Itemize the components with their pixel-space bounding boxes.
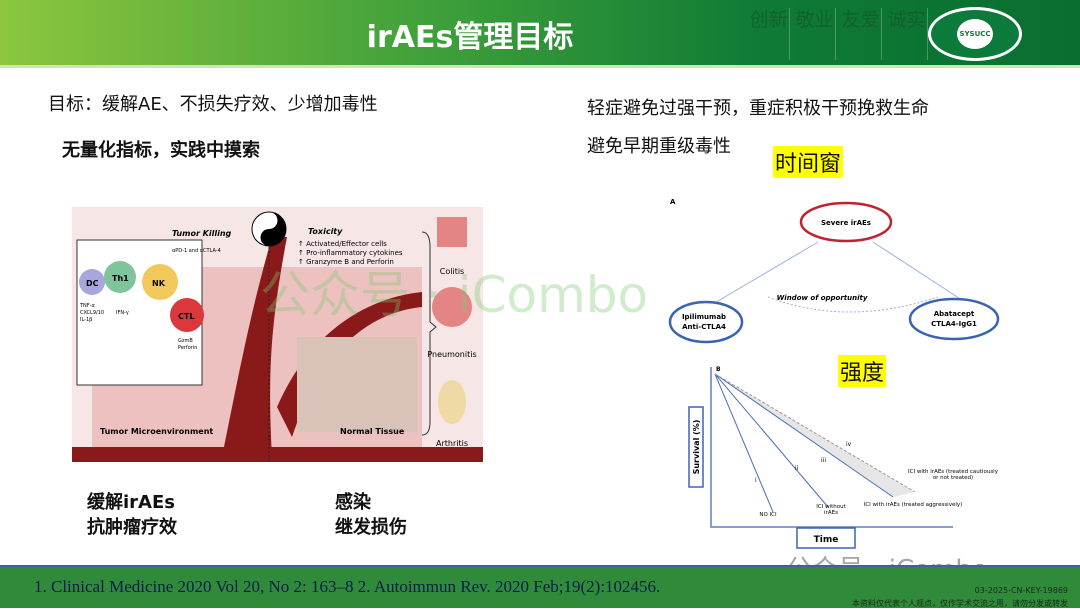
- cytokine: TNF-α: [79, 303, 95, 309]
- numeral: iv: [846, 441, 852, 448]
- motto-item: 友爱: [840, 8, 882, 60]
- disclaimer: 本资料仅代表个人观点，仅作学术交流之用，请勿分发或转发: [852, 599, 1068, 608]
- panel-label: A: [670, 198, 676, 206]
- numeral: iii: [821, 457, 826, 464]
- curve-label-without: ICI without irAEs: [816, 504, 846, 516]
- ipilimumab-node: Ipilimumab: [682, 313, 726, 321]
- label-group-1: 缓解irAEs 抗肿瘤疗效: [87, 490, 177, 540]
- footer-bar: 1. Clinical Medicine 2020 Vol 20, No 2: …: [0, 565, 1080, 608]
- cytokine: CXCL9/10: [80, 310, 104, 316]
- cytokine: IL-1β: [80, 317, 92, 323]
- window-of-opportunity-diagram: A Severe irAEs Window of opportunity Ipi…: [668, 198, 1000, 344]
- label-line: 继发损伤: [335, 517, 407, 538]
- toxicity-label: Toxicity: [308, 227, 343, 236]
- tme-label: Tumor Microenvironment: [100, 427, 213, 436]
- curve-ii: [714, 373, 829, 508]
- shaded-region: [715, 374, 915, 497]
- label-group-2: 感染 继发损伤: [335, 490, 407, 540]
- mechanism-figure: DC Th1 NK CTL αPD-1 and αCTLA-4 TNF-α CX…: [72, 207, 483, 462]
- motto-item: 创新: [748, 8, 790, 60]
- logo: SYSUCC: [928, 7, 1022, 61]
- cell-dc: DC: [86, 279, 99, 288]
- gzmb: GzmB: [178, 338, 193, 344]
- organ-pneumonitis: Pneumonitis: [427, 350, 476, 359]
- perforin: Perforin: [178, 345, 197, 351]
- numeral: ii: [795, 465, 799, 472]
- y-axis-label: Survival (%): [692, 420, 701, 475]
- curve-iii: [714, 373, 894, 498]
- curve-label-aggressive: ICI with irAEs (treated aggressively): [863, 502, 963, 508]
- lung-icon: [432, 287, 472, 327]
- severe-iraes-node: Severe irAEs: [821, 219, 871, 227]
- motto: 创新 敬业 友爱 诚实: [748, 8, 928, 60]
- references: 1. Clinical Medicine 2020 Vol 20, No 2: …: [34, 577, 661, 596]
- survival-plot: B Survival (%) Time i ii iii iv NO ICI I…: [688, 366, 998, 549]
- strategy-line-2: 避免早期重级毒性: [587, 136, 731, 157]
- curve-label-cautious: ICI with irAEs (treated cautiously or no…: [908, 469, 998, 481]
- note-text: 无量化指标，实践中摸索: [62, 140, 260, 161]
- curve-i: [714, 373, 774, 513]
- ifn: IFN-γ: [116, 310, 129, 316]
- x-axis-label: Time: [814, 535, 839, 545]
- page-title: irAEs管理目标: [366, 20, 574, 55]
- toxicity-item: ↑ Activated/Effector cells: [298, 240, 387, 248]
- cell-th1: Th1: [112, 274, 129, 283]
- cell-ctl: CTL: [178, 312, 194, 321]
- cell-nk: NK: [152, 279, 166, 288]
- window-label: 时间窗: [773, 146, 844, 178]
- toxicity-item: ↑ Granzyme B and Perforin: [298, 258, 394, 266]
- curve-iv: [714, 373, 916, 493]
- toxicity-item: ↑ Pro-inflammatory cytokines: [298, 249, 403, 257]
- abatacept-node: Abatacept: [934, 310, 975, 318]
- label-line: 缓解irAEs: [87, 492, 175, 513]
- numeral: i: [755, 477, 757, 484]
- label-line: 抗肿瘤疗效: [87, 517, 177, 538]
- antibodies: αPD-1 and αCTLA-4: [172, 248, 221, 254]
- intensity-label: 强度: [838, 355, 887, 387]
- organ-colitis: Colitis: [440, 267, 464, 276]
- strategy-line-1: 轻症避免过强干预，重症积极干预挽救生命: [587, 98, 929, 119]
- colon-icon: [437, 217, 467, 247]
- label-line: 感染: [335, 492, 371, 513]
- tumor-killing-label: Tumor Killing: [172, 229, 232, 238]
- joint-icon: [438, 380, 466, 424]
- motto-item: 诚实: [886, 8, 928, 60]
- document-code: 03-2025-CN-KEY-19869: [974, 586, 1068, 595]
- normal-tissue-label: Normal Tissue: [340, 427, 405, 436]
- yin-yang-icon: [260, 212, 286, 246]
- abatacept-node-sub: CTLA4-IgG1: [931, 320, 977, 328]
- logo-text: SYSUCC: [957, 19, 993, 49]
- motto-item: 敬业: [794, 8, 836, 60]
- panel-label: B: [716, 366, 721, 373]
- window-label-text: Window of opportunity: [777, 294, 868, 302]
- curve-label-no-ici: NO ICI: [759, 512, 777, 518]
- organ-arthritis: Arthritis: [436, 439, 468, 448]
- goal-text: 目标：缓解AE、不损失疗效、少增加毒性: [48, 94, 378, 115]
- ipilimumab-node-sub: Anti-CTLA4: [682, 323, 726, 331]
- header-bar: irAEs管理目标 创新 敬业 友爱 诚实 SYSUCC: [0, 0, 1080, 68]
